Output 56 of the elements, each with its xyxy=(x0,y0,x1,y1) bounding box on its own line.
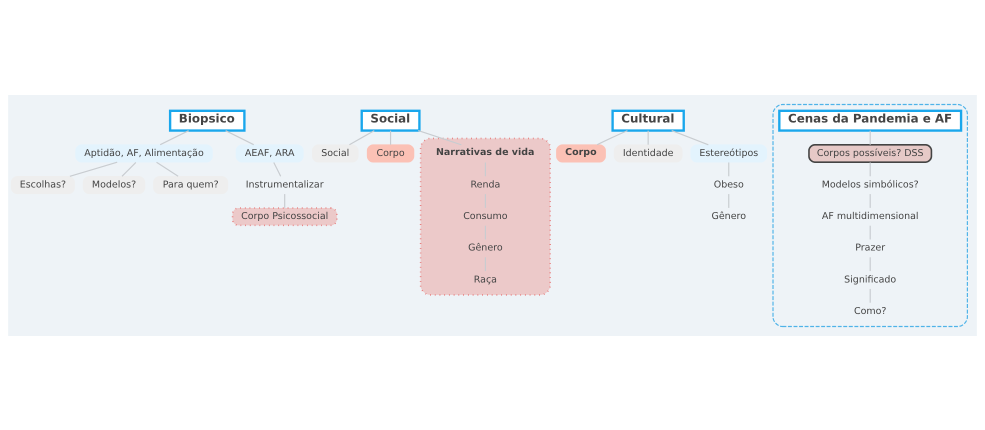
connector xyxy=(273,162,282,176)
node-box: Social xyxy=(360,109,421,132)
connector xyxy=(484,256,486,271)
node-box: Estereótipos xyxy=(690,144,768,162)
connector xyxy=(156,161,178,176)
node-box: Social xyxy=(312,144,359,162)
node-text: Raça xyxy=(474,274,497,285)
node-box: Para quem? xyxy=(153,175,228,194)
node-text: Gênero xyxy=(712,210,746,222)
node-box: Modelos? xyxy=(82,175,146,194)
node-text: AF multidimensional xyxy=(822,210,919,222)
connector xyxy=(870,194,871,208)
node-box: Cultural xyxy=(611,109,685,132)
connector xyxy=(870,256,871,271)
node-box: Corpo Psicossocial xyxy=(232,206,338,226)
connector xyxy=(728,194,730,208)
node-box: Corpo xyxy=(556,144,606,162)
node-text: Obeso xyxy=(714,179,744,190)
node-text: Como? xyxy=(854,305,886,316)
node-text: Renda xyxy=(470,179,500,190)
node-box: AEAF, ARA xyxy=(236,144,304,162)
connector xyxy=(225,130,254,145)
connector xyxy=(671,130,709,145)
node-box: Biopsico xyxy=(168,109,246,132)
connector xyxy=(870,288,871,302)
connector xyxy=(870,162,871,176)
connector xyxy=(122,162,136,176)
cluster xyxy=(420,137,551,296)
connector xyxy=(870,225,871,240)
connector xyxy=(484,162,486,176)
node-text: Narrativas de vida xyxy=(436,146,534,158)
node-box: Corpo xyxy=(366,144,414,162)
connector xyxy=(349,130,375,145)
node-text: Gênero xyxy=(468,242,503,254)
node-text: Significado xyxy=(844,274,896,285)
connector xyxy=(728,162,730,176)
node-box: Identidade xyxy=(614,144,683,162)
connector xyxy=(484,225,486,240)
connector xyxy=(648,130,649,144)
node-text: Prazer xyxy=(855,242,886,254)
node-text: Instrumentalizar xyxy=(246,179,324,190)
connector xyxy=(418,130,462,145)
node-text: Consumo xyxy=(463,210,508,222)
node-text: Modelos simbólicos? xyxy=(822,179,919,190)
node-box: Corpos possíveis? DSS xyxy=(808,144,932,162)
node-box: Escolhas? xyxy=(10,175,75,194)
connector xyxy=(596,130,628,145)
connector xyxy=(284,194,286,208)
connector xyxy=(870,130,871,144)
node-box: Cenas da Pandemia e AF xyxy=(778,109,962,132)
connector xyxy=(484,194,486,208)
node-box: Aptidão, AF, Alimentação xyxy=(75,144,213,162)
cluster xyxy=(772,103,968,327)
connector xyxy=(390,130,392,144)
connector xyxy=(70,161,118,176)
connector xyxy=(160,130,189,145)
